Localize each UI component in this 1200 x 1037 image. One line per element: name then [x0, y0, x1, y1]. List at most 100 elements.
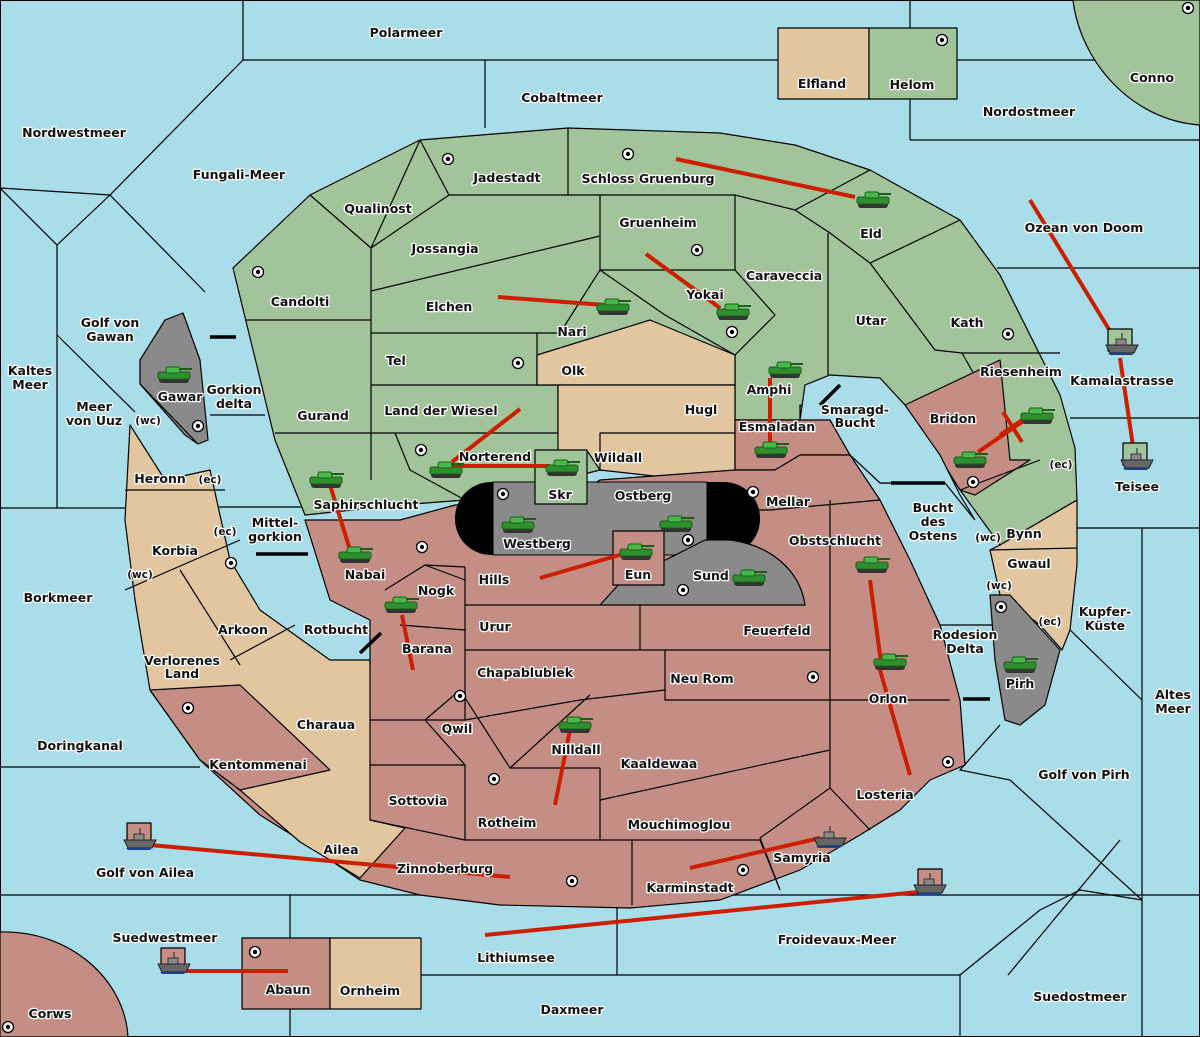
- territory-sund[interactable]: [599, 539, 806, 606]
- label-lithiumsee: Lithiumsee: [477, 950, 555, 965]
- supply-center-icon: [725, 325, 739, 339]
- label-froidevaux: Froidevaux-Meer: [778, 932, 897, 947]
- label-gorkion-1: Gorkion: [206, 382, 261, 397]
- supply-center-icon: [1, 1020, 15, 1034]
- label-ailea: Ailea: [323, 842, 358, 857]
- label-samyria: Samyria: [773, 850, 831, 865]
- label-charaua: Charaua: [297, 717, 355, 732]
- label-cobaltmeer: Cobaltmeer: [521, 90, 603, 105]
- label-gruenheim: Gruenheim: [619, 215, 696, 230]
- label-skr: Skr: [548, 487, 572, 502]
- coast-tag-korbia-wc: (wc): [127, 569, 153, 581]
- label-hills: Hills: [479, 572, 510, 587]
- label-uuz-2: von Uuz: [66, 413, 122, 428]
- label-verlorenes-2: Land: [165, 666, 199, 681]
- territory-west-coast: [124, 424, 406, 879]
- label-conno: Conno: [1130, 70, 1175, 85]
- label-gwaul: Gwaul: [1007, 556, 1050, 571]
- label-bucht-2: des: [921, 514, 946, 529]
- label-kaltes-2: Meer: [12, 377, 48, 392]
- label-utar: Utar: [856, 313, 888, 328]
- label-gawar: Gawar: [158, 389, 204, 404]
- label-golf-pirh: Golf von Pirh: [1038, 767, 1129, 782]
- coast-tag-heronn-ec: (ec): [199, 474, 222, 486]
- supply-center-icon: [415, 540, 429, 554]
- label-kamalastrasse: Kamalastrasse: [1070, 373, 1174, 388]
- territory-elfland[interactable]: [777, 27, 870, 100]
- order-arrow: [1118, 357, 1135, 447]
- order-arrow: [689, 836, 821, 870]
- label-obstschlucht: Obstschlucht: [789, 533, 881, 548]
- label-zinnoberburg: Zinnoberburg: [397, 861, 493, 876]
- label-kaltes-1: Kaltes: [8, 363, 52, 378]
- order-arrow: [497, 295, 606, 307]
- coast-tag-korbia-ec: (ec): [214, 526, 237, 538]
- label-abaun: Abaun: [266, 982, 311, 997]
- label-kupfer-2: Küste: [1085, 618, 1125, 633]
- label-heronn: Heronn: [134, 471, 186, 486]
- supply-center-icon: [181, 701, 195, 715]
- supply-center-icon: [966, 475, 980, 489]
- map-labels: Polarmeer Cobaltmeer Nordwestmeer Fungal…: [7, 24, 1193, 1023]
- order-arrow: [878, 669, 912, 776]
- label-ostberg: Ostberg: [615, 488, 672, 503]
- label-rotheim: Rotheim: [478, 815, 537, 830]
- label-bucht-3: Ostens: [909, 528, 958, 543]
- label-nabai: Nabai: [345, 567, 386, 582]
- label-korbia: Korbia: [152, 543, 198, 558]
- label-chapablublek: Chapablublek: [477, 665, 574, 680]
- label-riesenheim: Riesenheim: [980, 364, 1062, 379]
- label-sund: Sund: [693, 568, 729, 583]
- label-tel: Tel: [386, 353, 406, 368]
- label-kath: Kath: [951, 315, 984, 330]
- label-bynn: Bynn: [1006, 526, 1041, 541]
- label-schloss: Schloss Gruenburg: [581, 171, 714, 186]
- supply-center-icon: [690, 243, 704, 257]
- order-arrow: [868, 579, 884, 671]
- label-arkoon: Arkoon: [218, 622, 268, 637]
- territory-conno[interactable]: [1072, 0, 1200, 126]
- supply-center-icon: [511, 356, 525, 370]
- supply-center-icon: [621, 147, 635, 161]
- supply-center-icon: [1001, 327, 1015, 341]
- label-gorkion-2: delta: [216, 396, 252, 411]
- label-candolti: Candolti: [271, 294, 330, 309]
- label-nari: Nari: [557, 324, 586, 339]
- label-mouchimoglou: Mouchimoglou: [628, 817, 731, 832]
- supply-center-icon: [994, 600, 1008, 614]
- label-polarmeer: Polarmeer: [370, 25, 444, 40]
- territory-ornheim[interactable]: [329, 937, 422, 1010]
- label-altes-2: Meer: [1155, 701, 1191, 716]
- label-fungali: Fungali-Meer: [193, 167, 286, 182]
- coast-tag-heronn-wc: (wc): [135, 415, 161, 427]
- label-rodesion-1: Rodesion: [933, 627, 998, 642]
- label-elchen: Elchen: [426, 299, 473, 314]
- label-gurand: Gurand: [297, 408, 349, 423]
- label-bridon: Bridon: [930, 411, 976, 426]
- label-corws: Corws: [29, 1006, 72, 1021]
- label-karminstadt: Karminstadt: [646, 880, 733, 895]
- supply-center-icon: [251, 265, 265, 279]
- label-ornheim: Ornheim: [340, 983, 400, 998]
- supply-center-icon: [935, 33, 949, 47]
- supply-center-icon: [746, 485, 760, 499]
- label-nogk: Nogk: [418, 583, 455, 598]
- label-smaragd-1: Smaragd-: [821, 402, 889, 417]
- label-suedostmeer: Suedostmeer: [1033, 989, 1127, 1004]
- label-land-wiesel: Land der Wiesel: [384, 403, 497, 418]
- label-losteria: Losteria: [856, 787, 913, 802]
- label-verlorenes-1: Verlorenes: [144, 653, 220, 668]
- supply-center-icon: [676, 583, 690, 597]
- label-neu-rom: Neu Rom: [670, 671, 733, 686]
- territory-kentommenai[interactable]: [149, 684, 331, 791]
- order-arrow: [400, 614, 415, 671]
- supply-center-icon: [806, 670, 820, 684]
- label-saphirschlucht: Saphirschlucht: [314, 497, 419, 512]
- label-nilldall: Nilldall: [551, 742, 600, 757]
- label-nordwestmeer: Nordwestmeer: [22, 125, 127, 140]
- territory-skr[interactable]: [534, 449, 588, 505]
- label-mellar: Mellar: [766, 494, 811, 509]
- label-jadestadt: Jadestadt: [472, 170, 540, 185]
- coast-tag-bynn-wc: (wc): [975, 532, 1001, 544]
- territory-corws[interactable]: [0, 931, 129, 1037]
